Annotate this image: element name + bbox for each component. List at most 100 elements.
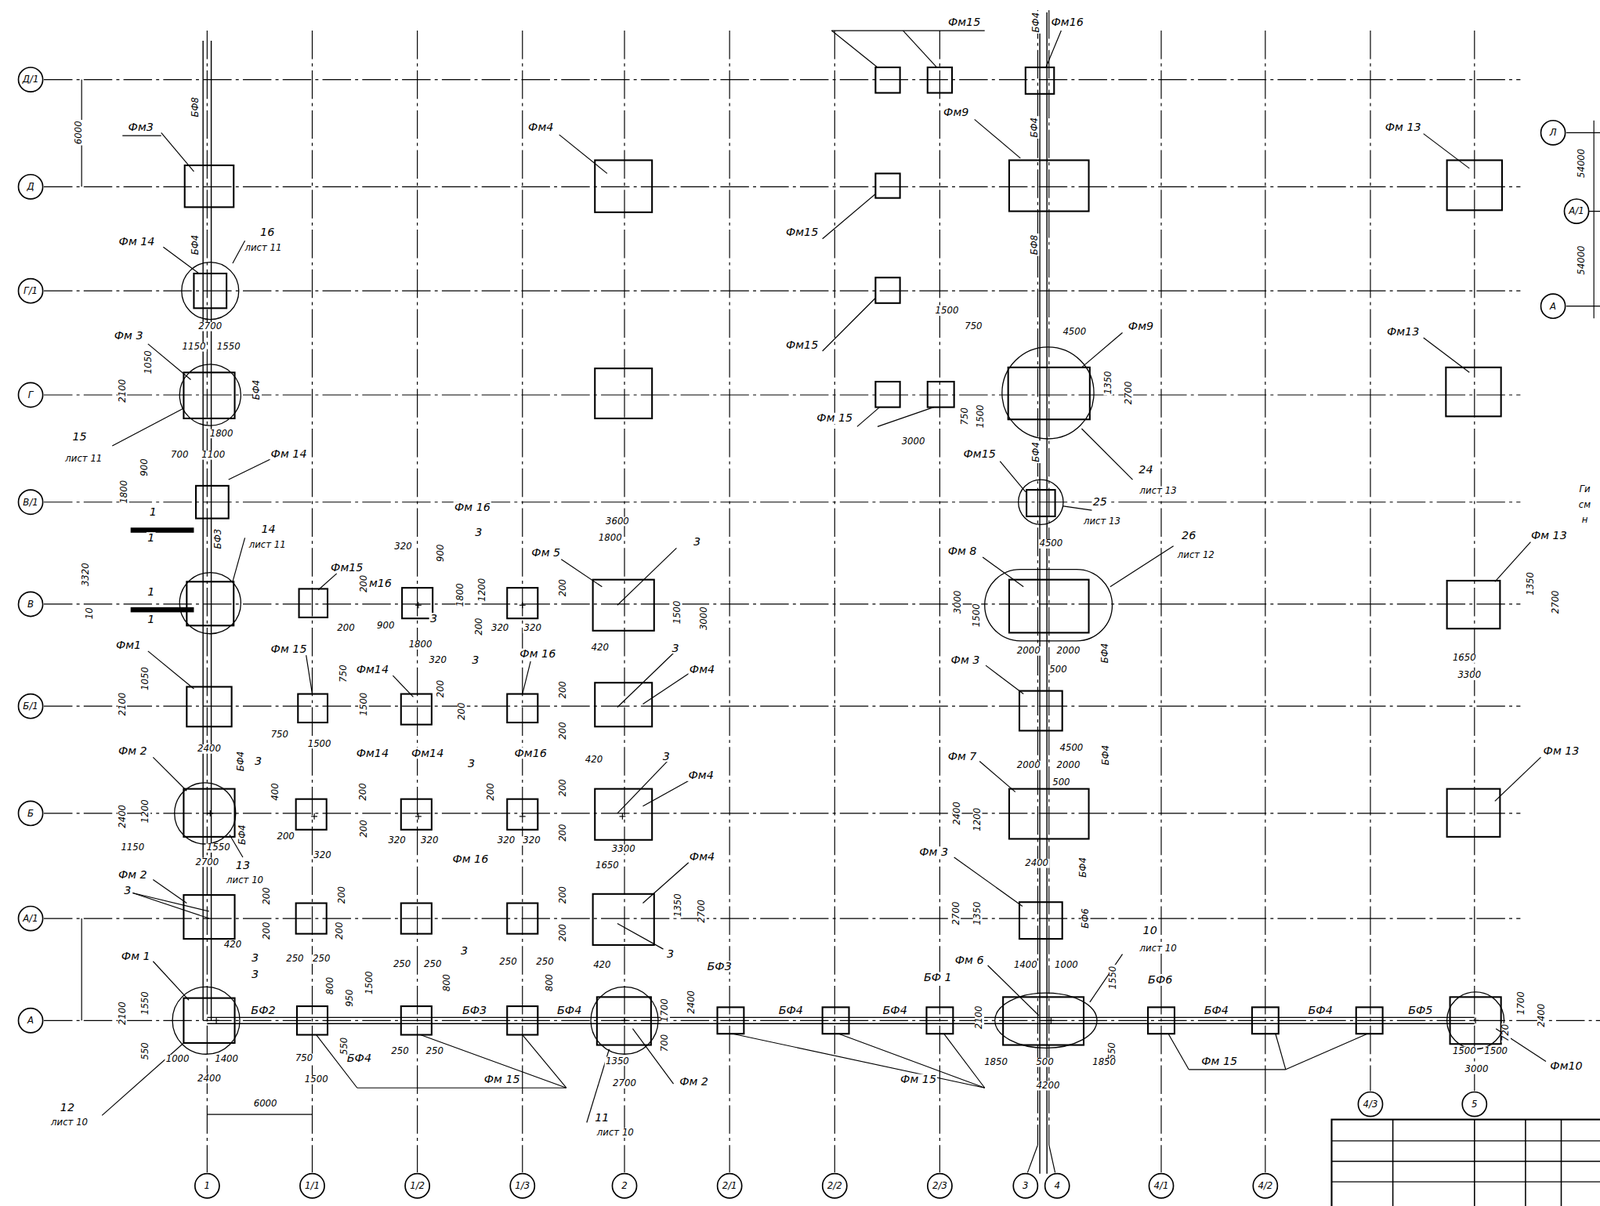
foundation-outline [594,682,652,727]
foundation-outline [597,996,652,1045]
mark-label: 3 [429,612,439,624]
leader-line [112,408,184,446]
mark-label: Фм 15 [482,1074,522,1086]
foundation-outline [594,368,652,419]
foundation-outline [1009,579,1090,634]
foundation-outline [186,581,234,626]
axis-name: В [27,599,34,609]
mark-label: 24 [1137,463,1155,475]
dimension-text: 250 [498,957,518,967]
leader-line [1285,1033,1368,1070]
dimension-text: 200 [275,832,296,842]
dimension-text: 200 [558,720,569,741]
dimension-text: 200 [474,616,485,637]
axis-name: 4/1 [1154,1180,1170,1191]
dimension-text: 420 [592,960,612,971]
detail-callout-outline [995,992,1097,1048]
dimension-text: 1500 [365,970,375,996]
axis-bubble: 1/3 [509,1172,536,1199]
axis-bubble: 5 [1461,1090,1488,1118]
dimension-text: 320 [522,623,543,634]
axis-bubble-circle [1541,120,1566,145]
grid-axis-line [43,290,1521,292]
dimension-text: 1500 [933,306,960,316]
mark-label: Фм 1 [119,950,151,962]
pile-mark [1050,1017,1052,1024]
mark-label: 26 [1180,530,1198,542]
dimension-text: БФ8 [191,96,201,119]
dimension-text: 1000 [164,1054,190,1065]
foundation-outline [506,799,538,830]
leader-line [392,675,413,697]
leader-line [954,857,1023,907]
foundation-outline [1002,996,1084,1045]
axis-name: Б [27,808,34,819]
axis-name: 3 [1022,1180,1029,1191]
mark-label: 15 [71,430,88,442]
mark-label: Фм 13 [1530,530,1569,542]
pile-mark [1475,1017,1477,1024]
mark-label: Фм14 [410,747,446,759]
mark-label: 1 [146,613,156,625]
foundation-outline [1147,1006,1175,1034]
dimension-line [1593,120,1595,319]
detail-callout-circle [590,986,659,1054]
dimension-text: 1700 [1516,990,1527,1016]
axis-bubble-circle [1148,1173,1173,1199]
foundation-outline [875,277,900,304]
dimension-text: БФ4 [191,233,201,256]
mark-label: БФ4 [881,1004,909,1016]
leader-line [228,459,271,480]
dimension-text: 1350 [604,1057,630,1067]
axis-bubble-circle [18,905,43,931]
foundation-outline [184,165,235,207]
beam-line [206,1017,1474,1018]
axis-bubble-circle [1045,1173,1070,1199]
foundation-outline [186,686,232,727]
axis-bubble: 4/1 [1147,1172,1175,1199]
axis-bubble-circle [927,1173,953,1199]
axis-name: 4/2 [1257,1180,1273,1191]
dimension-text: 1800 [597,532,623,543]
leader-line [642,673,689,705]
axis-bubble-circle [717,1173,743,1199]
grid-axis-line [1566,305,1600,307]
foundation-outline [594,159,652,212]
dimension-line [81,918,83,1021]
foundation-outline [1356,1006,1383,1034]
pile-mark [521,601,523,609]
grid-axis-line [416,30,418,1173]
dimension-text: 3000 [900,437,926,447]
dimension-text: 2400 [952,800,963,826]
dimension-text: лист 11 [64,454,104,464]
foundation-outline [875,67,900,94]
dimension-text: 1500 [673,599,683,625]
axis-bubble-circle [18,1008,43,1033]
axis-bubble-circle [405,1173,430,1199]
leader-line [152,879,187,904]
axis-bubble: 4 [1043,1172,1071,1199]
dimension-text: 2000 [1055,646,1081,656]
axis-bubble: 2/2 [821,1172,848,1199]
section-mark [130,527,195,533]
leader-line [232,537,246,582]
axis-bubble: 2/3 [926,1172,953,1199]
dimension-text: 2400 [1024,858,1050,869]
mark-label: Фм 16 [518,648,558,660]
beam-line [1038,12,1040,1174]
axis-bubble: А [1539,293,1567,320]
foundation-outline [1252,1006,1279,1034]
foundation-outline [299,588,328,617]
dimension-text: БФ4 [235,749,246,772]
mark-label: 1 [148,506,158,518]
axis-name: 1/3 [514,1180,530,1191]
detail-callout-circle [1018,479,1064,525]
leader-line [1110,546,1174,587]
leader-line [132,893,210,912]
mark-label: Фм4 [687,770,715,782]
dimension-text: 550 [340,1035,350,1056]
dimension-text: см [1578,500,1593,511]
leader-line [122,135,161,137]
title-block-line [1524,1119,1527,1206]
